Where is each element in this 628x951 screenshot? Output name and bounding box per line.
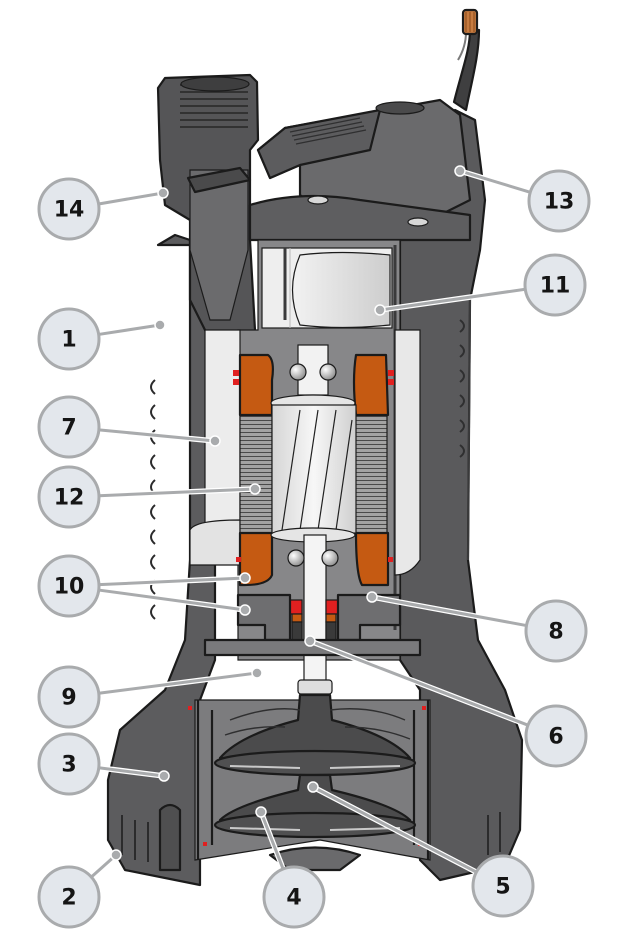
callout-layer: 14 1 7 12 10 9 3 2 4 5 6 8 11 13 bbox=[37, 165, 591, 929]
screw-icon bbox=[407, 217, 429, 227]
callout-badge bbox=[37, 665, 101, 729]
impeller-upper bbox=[213, 749, 417, 777]
leader-anchor-dot bbox=[249, 483, 261, 495]
leader-line bbox=[98, 671, 258, 695]
leader-line bbox=[98, 766, 165, 778]
leader-anchor-dot bbox=[158, 770, 170, 782]
callout-1: 1 bbox=[37, 307, 166, 371]
rotor bbox=[271, 404, 357, 534]
callout-badge bbox=[37, 395, 101, 459]
leader-anchor-dot bbox=[454, 165, 466, 177]
leader-anchor-dot bbox=[366, 591, 378, 603]
callout-13: 13 bbox=[454, 165, 591, 233]
callout-badge bbox=[37, 732, 101, 796]
leader-line bbox=[98, 323, 161, 336]
motor-windings bbox=[233, 353, 394, 587]
callout-12: 12 bbox=[37, 465, 261, 529]
capacitor bbox=[291, 251, 391, 329]
callout-badge bbox=[37, 554, 101, 618]
bearing-ball-icon bbox=[289, 363, 307, 381]
callout-badge bbox=[37, 865, 101, 929]
bearing-ball-icon bbox=[319, 363, 337, 381]
leader-anchor-dot bbox=[304, 635, 316, 647]
callout-number: 1 bbox=[61, 328, 76, 353]
leader-anchor-dot bbox=[255, 806, 267, 818]
callout-8: 8 bbox=[366, 591, 588, 663]
pump-housing bbox=[106, 108, 524, 887]
leader-line bbox=[98, 487, 256, 498]
leader-line bbox=[459, 169, 531, 194]
leader-line bbox=[312, 785, 478, 874]
callout-number: 11 bbox=[540, 274, 571, 299]
callout-5: 5 bbox=[307, 781, 535, 918]
callout-number: 13 bbox=[544, 190, 575, 215]
callout-number: 2 bbox=[61, 886, 76, 911]
leader-line bbox=[379, 287, 526, 312]
callout-2: 2 bbox=[37, 849, 122, 929]
callout-badge bbox=[262, 865, 326, 929]
callout-badge bbox=[527, 169, 591, 233]
callout-badge bbox=[37, 177, 101, 241]
callout-number: 9 bbox=[61, 686, 76, 711]
callout-badge bbox=[471, 854, 535, 918]
leader-line bbox=[98, 191, 164, 206]
callout-7: 7 bbox=[37, 395, 221, 459]
bearing-ball-icon bbox=[287, 549, 305, 567]
leader-anchor-dot bbox=[251, 667, 263, 679]
leader-anchor-dot bbox=[239, 604, 251, 616]
callout-3: 3 bbox=[37, 732, 170, 796]
leader-line bbox=[98, 588, 246, 612]
callout-14: 14 bbox=[37, 177, 169, 241]
impeller-nut bbox=[297, 679, 333, 695]
leader-anchor-dot bbox=[154, 319, 166, 331]
rotor-assembly bbox=[270, 344, 357, 695]
power-cable bbox=[452, 8, 481, 112]
callout-number: 12 bbox=[54, 486, 85, 511]
callout-number: 7 bbox=[61, 416, 76, 441]
callout-number: 14 bbox=[54, 198, 85, 223]
callout-number: 8 bbox=[548, 620, 563, 645]
callout-number: 3 bbox=[61, 753, 76, 778]
leader-line bbox=[309, 639, 529, 727]
leader-line bbox=[371, 595, 527, 628]
callout-badge bbox=[523, 253, 587, 317]
pump-chamber bbox=[188, 693, 431, 872]
bearing-ball-icon bbox=[321, 549, 339, 567]
leader-anchor-dot bbox=[239, 572, 251, 584]
callout-4: 4 bbox=[255, 806, 326, 929]
callout-number: 4 bbox=[286, 886, 301, 911]
leader-anchor-dot bbox=[307, 781, 319, 793]
callout-6: 6 bbox=[304, 635, 588, 768]
leader-anchor-dot bbox=[157, 187, 169, 199]
discharge-outlet bbox=[156, 73, 260, 377]
stator bbox=[239, 414, 388, 534]
callout-number: 6 bbox=[548, 725, 563, 750]
callout-9: 9 bbox=[37, 665, 263, 729]
callout-number: 5 bbox=[495, 875, 510, 900]
leader-anchor-dot bbox=[209, 435, 221, 447]
callout-badge bbox=[37, 465, 101, 529]
carry-handle bbox=[248, 98, 472, 242]
callout-10: 10 bbox=[37, 554, 251, 618]
leader-line bbox=[259, 811, 285, 870]
seal-flange bbox=[203, 593, 422, 657]
leader-anchor-dot bbox=[110, 849, 122, 861]
callout-badge bbox=[524, 704, 588, 768]
leader-anchor-dot bbox=[374, 304, 386, 316]
leader-line bbox=[98, 428, 216, 443]
screw-icon bbox=[307, 195, 329, 205]
motor-casing bbox=[189, 329, 421, 576]
callout-badge bbox=[37, 307, 101, 371]
leader-line bbox=[98, 576, 246, 587]
callout-badge bbox=[524, 599, 588, 663]
callout-11: 11 bbox=[374, 253, 587, 317]
callout-number: 10 bbox=[54, 575, 85, 600]
